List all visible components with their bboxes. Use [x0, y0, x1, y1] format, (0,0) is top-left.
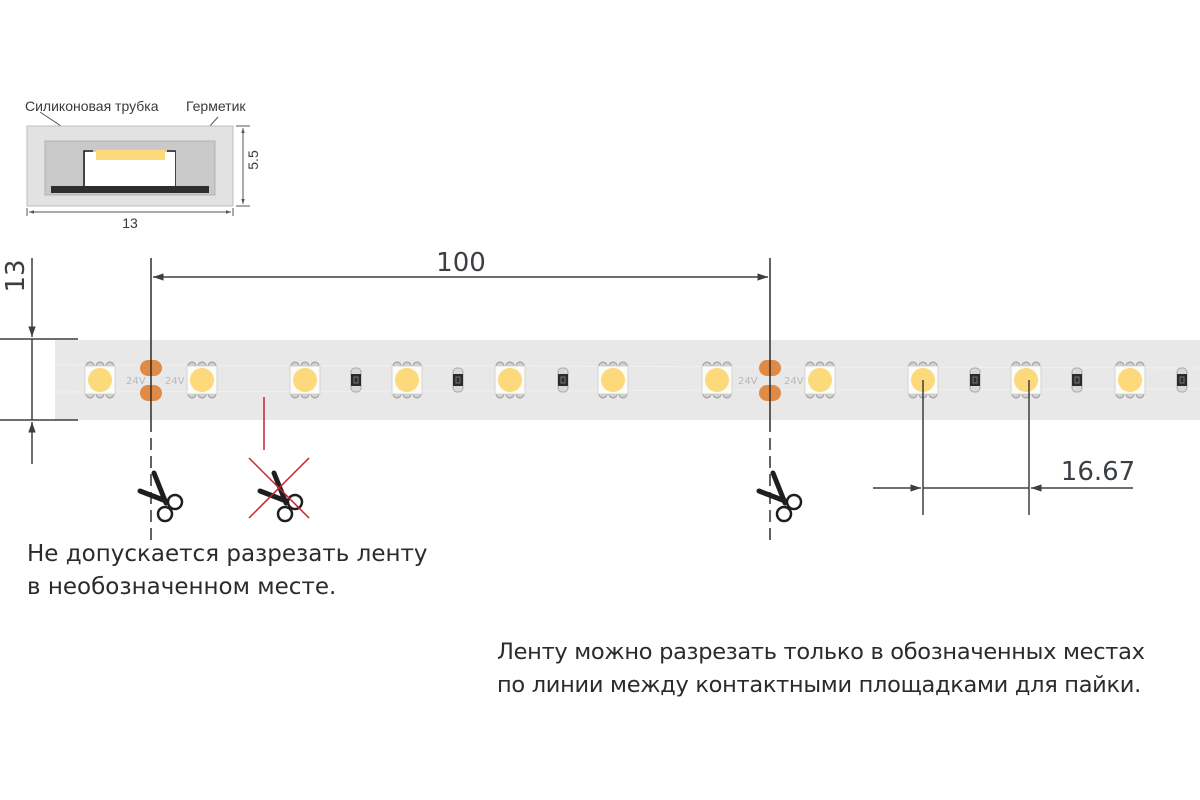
svg-text:24V: 24V — [165, 376, 185, 387]
led-chip — [186, 361, 218, 399]
svg-text:24V: 24V — [784, 376, 804, 387]
pcb-base — [51, 186, 209, 193]
svg-text:24V: 24V — [738, 376, 758, 387]
resistor — [969, 367, 981, 393]
note-forbidden-line2: в необозначенном месте. — [27, 574, 337, 600]
led-chip — [289, 361, 321, 399]
led-chip — [804, 361, 836, 399]
led-chip — [701, 361, 733, 399]
note-forbidden-line1: Не допускается разрезать ленту — [27, 541, 428, 567]
scissors-icon — [759, 473, 801, 521]
resistor — [452, 367, 464, 393]
label-sealant: Герметик — [186, 98, 246, 114]
led-chip — [494, 361, 526, 399]
note-forbidden-cut: Не допускается разрезать ленту в необозн… — [27, 538, 428, 604]
dim-width-label: 13 — [122, 215, 138, 231]
cut-interval-label: 100 — [436, 248, 486, 278]
resistor — [1071, 367, 1083, 393]
led-pitch-dimension: 16.67 — [873, 380, 1135, 515]
strip-height-label: 13 — [1, 259, 31, 292]
led-light-band — [96, 150, 165, 160]
led-chip — [597, 361, 629, 399]
scissors-crossed-icon — [248, 457, 310, 521]
led-chip — [391, 361, 423, 399]
led-pitch-label: 16.67 — [1061, 457, 1135, 487]
scissors-icon — [140, 473, 182, 521]
resistor — [557, 367, 569, 393]
svg-text:24V: 24V — [126, 376, 146, 387]
note-allowed-line2: по линии между контактными площадками дл… — [497, 672, 1141, 698]
led-chip — [1010, 361, 1042, 399]
resistor — [1176, 367, 1188, 393]
dim-height-label: 5.5 — [245, 150, 261, 170]
note-allowed-line1: Ленту можно разрезать только в обозначен… — [497, 639, 1145, 665]
strip-height-dimension: 13 — [0, 258, 78, 464]
label-silicone-tube: Силиконовая трубка — [25, 98, 159, 114]
led-chip — [1114, 361, 1146, 399]
note-allowed-cut: Ленту можно разрезать только в обозначен… — [497, 636, 1145, 702]
cross-section: Силиконовая трубка Герметик 13 5.5 — [25, 98, 261, 231]
led-chip — [84, 361, 116, 399]
resistor — [350, 367, 362, 393]
